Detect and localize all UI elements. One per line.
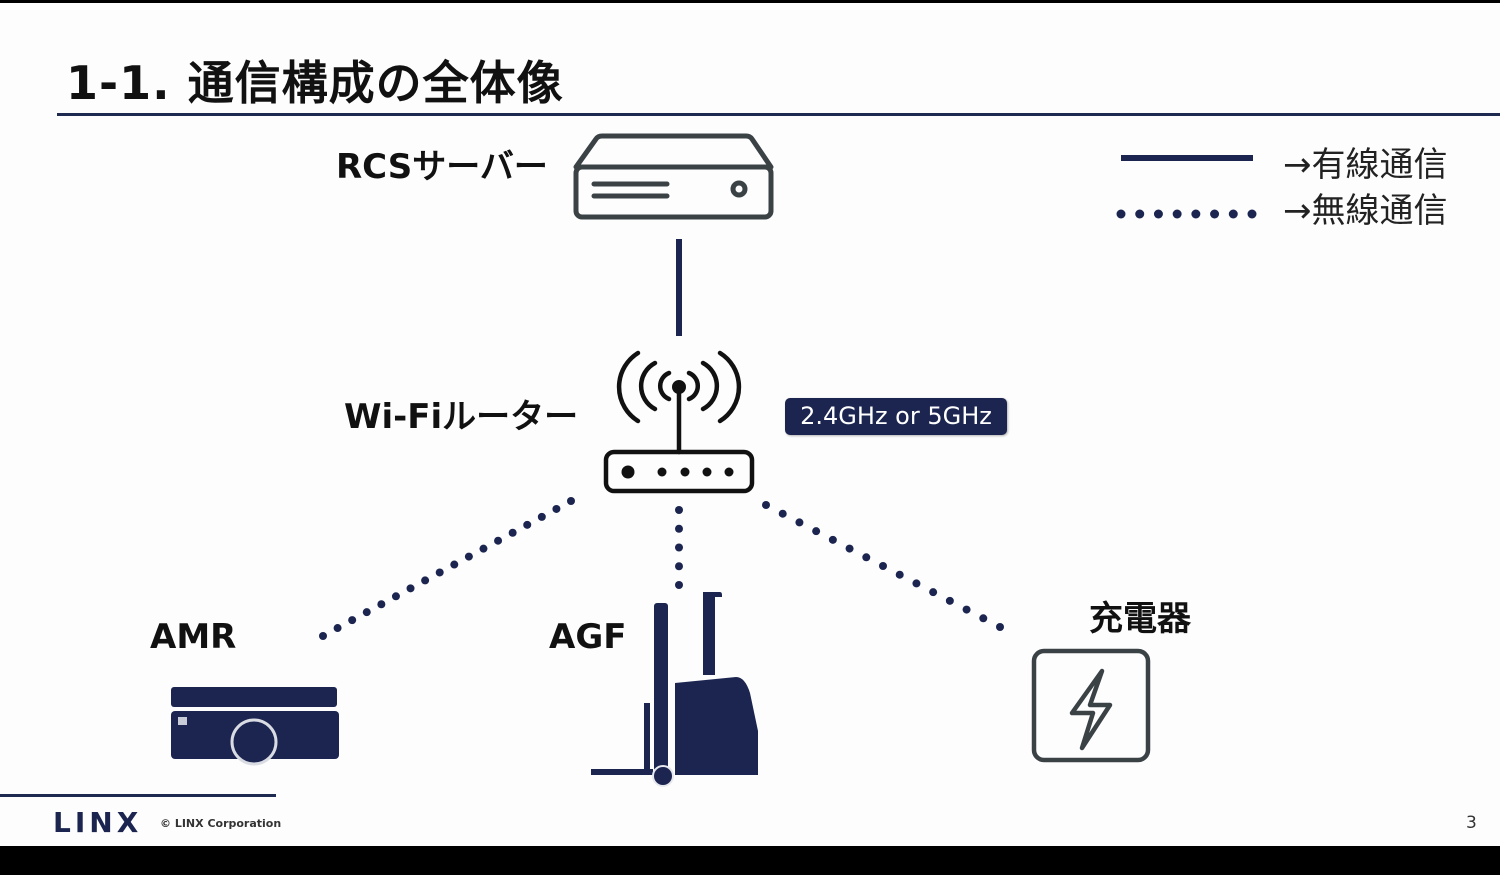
forklift-icon xyxy=(591,592,758,787)
legend-wireless-label: →無線通信 xyxy=(1283,191,1448,231)
wireless-link-amr xyxy=(552,504,561,513)
wireless-link-amr xyxy=(319,632,327,640)
wireless-link-amr xyxy=(494,536,503,545)
wireless-link-amr xyxy=(406,584,415,593)
server-label: RCSサーバー xyxy=(336,147,548,187)
wireless-link-agf xyxy=(675,524,683,533)
antenna-tip xyxy=(672,380,686,394)
wireless-link-amr xyxy=(348,616,357,625)
wireless-link-amr xyxy=(435,568,444,577)
amr-label: AMR xyxy=(150,617,237,657)
wireless-link-amr xyxy=(537,512,546,521)
lightning-charger-icon xyxy=(1031,648,1151,763)
wireless-link-amr xyxy=(362,608,371,617)
wireless-link-amr xyxy=(391,592,400,601)
charger-label: 充電器 xyxy=(1089,599,1191,639)
wireless-link-charger xyxy=(979,614,988,623)
wireless-link-agf xyxy=(675,506,683,514)
wireless-link-charger xyxy=(962,605,971,614)
wireless-link-charger xyxy=(996,623,1004,631)
wireless-link-agf xyxy=(675,562,683,571)
footer-divider xyxy=(0,794,276,797)
server-icon xyxy=(573,133,774,220)
agf-label: AGF xyxy=(549,617,627,657)
legend-dot xyxy=(1135,209,1145,219)
wireless-link-charger xyxy=(845,544,854,553)
wireless-link-amr xyxy=(450,560,459,569)
wireless-link-charger xyxy=(945,596,954,605)
network-diagram xyxy=(171,133,1257,787)
wireless-link-charger xyxy=(912,579,921,588)
legend-dot xyxy=(1116,209,1126,219)
legend-dot xyxy=(1172,209,1182,219)
legend-dot xyxy=(1247,209,1257,219)
legend-dot xyxy=(1228,209,1238,219)
wireless-link-agf xyxy=(675,543,683,552)
wireless-link-charger xyxy=(862,553,871,562)
wireless-link-charger xyxy=(778,509,787,518)
wireless-link-amr xyxy=(508,528,517,537)
wireless-link-charger xyxy=(812,527,821,536)
router-lights xyxy=(621,465,734,479)
copyright-text: © LINX Corporation xyxy=(160,817,282,830)
wireless-link-charger xyxy=(929,588,938,597)
wireless-link-amr xyxy=(567,497,575,505)
wireless-link-amr xyxy=(421,576,430,585)
legend-dot xyxy=(1210,209,1220,219)
wireless-link-charger xyxy=(895,570,904,579)
wireless-link-charger xyxy=(762,501,770,509)
wifi-router-icon xyxy=(603,350,755,494)
slide: 1-1. 通信構成の全体像 xyxy=(0,3,1500,846)
page-number: 3 xyxy=(1466,813,1477,833)
wireless-links xyxy=(319,497,1004,640)
router-label: Wi-Fiルーター xyxy=(344,397,579,437)
linx-logo: LINX xyxy=(53,806,143,839)
wireless-link-charger xyxy=(879,562,887,570)
wireless-link-amr xyxy=(377,600,386,609)
slide-title: 1-1. 通信構成の全体像 xyxy=(66,56,564,110)
amr-robot-icon xyxy=(171,687,339,766)
wireless-link-amr xyxy=(523,520,532,529)
legend-wired-label: →有線通信 xyxy=(1283,145,1448,185)
title-divider xyxy=(57,113,1500,116)
wireless-link-charger xyxy=(795,518,804,527)
wireless-link-charger xyxy=(828,535,837,544)
wireless-link-agf xyxy=(675,581,683,589)
legend-dot xyxy=(1153,209,1163,219)
wireless-link-amr xyxy=(479,544,488,553)
wireless-link-amr xyxy=(333,624,342,633)
legend-dot xyxy=(1191,209,1201,219)
frequency-badge: 2.4GHz or 5GHz xyxy=(785,398,1007,435)
wireless-link-amr xyxy=(464,552,473,561)
legend-wireless-dots xyxy=(1116,209,1257,219)
